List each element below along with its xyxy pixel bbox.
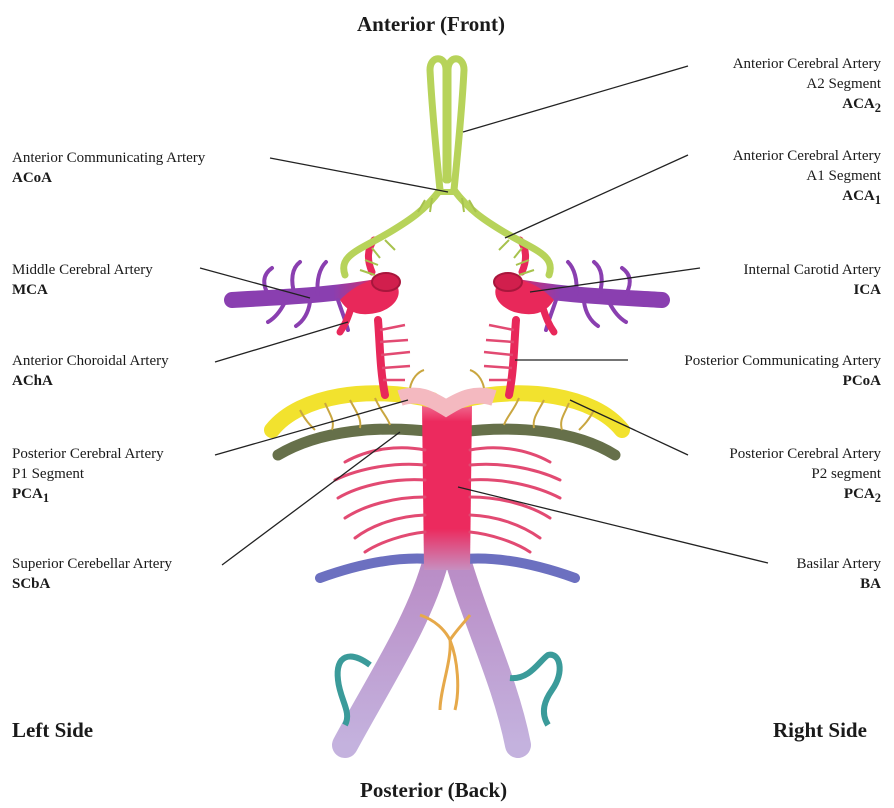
label-mca: Middle Cerebral Artery MCA	[12, 260, 153, 300]
leader-lines	[200, 66, 768, 565]
label-aca2: Anterior Cerebral Artery A2 Segment ACA2	[733, 54, 881, 118]
label-aca1: Anterior Cerebral Artery A1 Segment ACA1	[733, 146, 881, 210]
label-scba: Superior Cerebellar Artery SCbA	[12, 554, 172, 594]
posterior-label: Posterior (Back)	[360, 778, 507, 803]
label-ica: Internal Carotid Artery ICA	[744, 260, 881, 300]
leader-line-ica	[530, 268, 700, 292]
middle-cerebral-arteries	[232, 262, 662, 330]
leader-line-aca2	[463, 66, 688, 132]
anterior-label: Anterior (Front)	[357, 12, 505, 37]
label-acha: Anterior Choroidal Artery AChA	[12, 351, 169, 391]
left-side-label: Left Side	[12, 718, 93, 743]
label-pcoa: Posterior Communicating Artery PCoA	[684, 351, 881, 391]
leader-line-acha	[215, 322, 348, 362]
leader-line-scba	[222, 432, 400, 565]
posterior-communicating-arteries	[378, 320, 516, 395]
label-pca2: Posterior Cerebral Artery P2 segment PCA…	[729, 444, 881, 508]
vertebral-arteries	[338, 560, 560, 745]
label-ba: Basilar Artery BA	[796, 554, 881, 594]
leader-line-aca1	[505, 155, 688, 238]
leader-line-ba	[458, 487, 768, 563]
label-pca1: Posterior Cerebral Artery P1 Segment PCA…	[12, 444, 164, 508]
internal-carotid-arteries	[340, 240, 554, 332]
leader-line-acoa	[270, 158, 448, 192]
right-side-label: Right Side	[773, 718, 867, 743]
anterior-cerebral-arteries	[344, 59, 551, 275]
label-acoa: Anterior Communicating Artery ACoA	[12, 148, 205, 188]
